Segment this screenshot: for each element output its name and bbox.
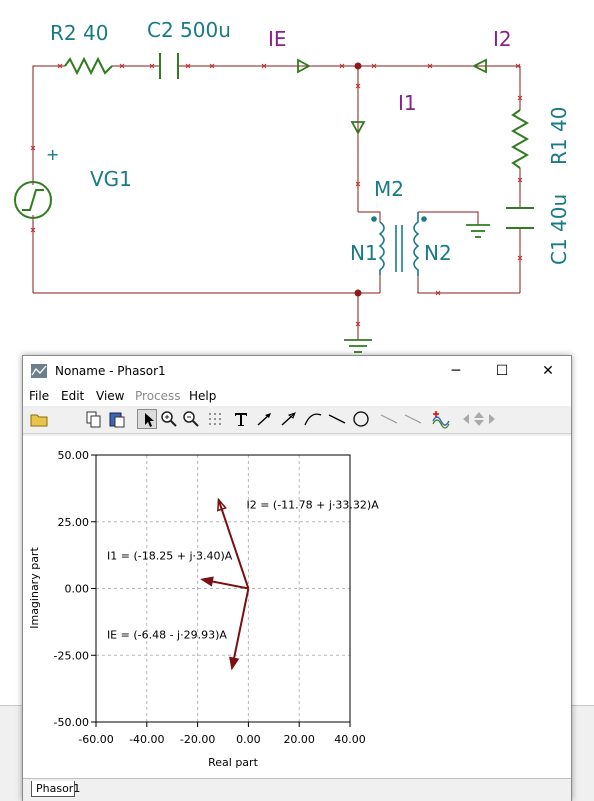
text-icon[interactable]: [231, 409, 251, 429]
curve-tool-icon[interactable]: [303, 409, 323, 429]
menu-process[interactable]: Process: [135, 389, 181, 403]
x-axis-label: Real part: [208, 756, 258, 769]
node-markers: [30, 63, 523, 327]
current-arrows: [297, 58, 487, 135]
phasor-label-ie: IE = (-6.48 - j·29.93)A: [107, 628, 227, 641]
phasor-window: Noname - Phasor1 ─ ☐ ✕ File Edit View Pr…: [22, 355, 572, 801]
label-c2: C2 500u: [147, 18, 231, 42]
diagonal-tool-2-icon[interactable]: [403, 409, 423, 429]
phasor-label-i2: I2 = (-11.78 + j·33.32)A: [246, 499, 379, 512]
phasor-vector-ie: [230, 588, 250, 669]
y-tick-label: -50.00: [54, 716, 89, 729]
junction-dots: [354, 62, 362, 297]
y-tick-label: 0.00: [65, 583, 90, 596]
toolbar: [23, 407, 571, 434]
maximize-button[interactable]: ☐: [495, 363, 509, 379]
menu-edit[interactable]: Edit: [61, 389, 85, 403]
menu-file[interactable]: File: [29, 389, 50, 403]
phasor-arrowhead-i1: [200, 576, 214, 587]
close-button[interactable]: ✕: [542, 363, 554, 379]
x-tick-label: -20.00: [180, 733, 215, 746]
line-tool-icon[interactable]: [327, 409, 347, 429]
tab-phasor1[interactable]: Phasor1: [31, 781, 80, 797]
label-plus: +: [46, 145, 59, 164]
x-tick-label: -60.00: [78, 733, 113, 746]
resistor-r1[interactable]: [510, 109, 530, 169]
zoom-in-icon[interactable]: [159, 409, 179, 429]
waveform-icon[interactable]: [431, 409, 451, 429]
phasor-arrowhead-i2: [217, 497, 227, 512]
minimize-button[interactable]: ─: [451, 363, 461, 379]
select-pointer-icon[interactable]: [137, 409, 157, 429]
menu-view[interactable]: View: [96, 389, 125, 403]
label-c1: C1 40u: [547, 194, 571, 265]
label-r2: R2 40: [50, 21, 108, 45]
capacitor-c1[interactable]: [506, 207, 534, 229]
open-folder-icon[interactable]: [29, 409, 49, 429]
y-axis-label: Imaginary part: [28, 547, 41, 629]
menu-help[interactable]: Help: [189, 389, 217, 403]
window-title: Noname - Phasor1: [55, 364, 166, 378]
y-tick-label: 50.00: [58, 449, 90, 462]
menu-bar: File Edit View Process Help: [23, 386, 571, 406]
voltage-source-vg1[interactable]: [14, 181, 52, 219]
label-m2: M2: [374, 177, 404, 201]
zoom-100-icon[interactable]: [181, 409, 201, 429]
x-tick-label: -40.00: [129, 733, 164, 746]
y-tick-label: 25.00: [58, 516, 90, 529]
resistor-r2[interactable]: [64, 56, 113, 76]
phasor-chart: -60.00 -40.00 -20.00 0.00 20.00 40.00 50.00 25.…: [28, 449, 379, 769]
label-i2: I2: [493, 27, 512, 51]
x-tick-label: 40.00: [334, 733, 366, 746]
label-n2: N2: [424, 241, 452, 265]
transformer-m2[interactable]: [371, 212, 427, 276]
label-n1: N1: [350, 241, 378, 265]
x-tick-label: 20.00: [283, 733, 315, 746]
label-r1: R1 40: [547, 107, 571, 165]
x-tick-label: 0.00: [236, 733, 261, 746]
wires: [32, 65, 521, 340]
circuit-schematic: R2 40 C2 500u IE I2 I1 VG1 + M2 N1 N2 R1…: [14, 18, 571, 353]
copy-icon[interactable]: [83, 409, 103, 429]
phasor-app-icon: [31, 364, 47, 378]
label-i1: I1: [398, 91, 417, 115]
phasor-label-i1: I1 = (-18.25 + j·3.40)A: [107, 549, 233, 562]
title-bar[interactable]: Noname - Phasor1 ─ ☐ ✕: [23, 356, 571, 386]
y-tick-label: -25.00: [54, 649, 89, 662]
diagonal-tool-icon[interactable]: [379, 409, 399, 429]
move-arrows-icon[interactable]: [459, 409, 499, 429]
phasor-arrowhead-ie: [229, 656, 240, 671]
arrow-tool-icon[interactable]: [255, 409, 275, 429]
sheet-tab-bar: Phasor1: [23, 778, 571, 801]
ground-symbols: [344, 224, 490, 353]
grid-icon[interactable]: [205, 409, 225, 429]
paste-icon[interactable]: [107, 409, 127, 429]
phasor-vector-i2: [217, 499, 250, 589]
label-vg1: VG1: [90, 167, 132, 191]
capacitor-c2[interactable]: [159, 53, 179, 79]
label-ie: IE: [268, 27, 287, 51]
circle-tool-icon[interactable]: [351, 409, 371, 429]
arrow-tool-2-icon[interactable]: [279, 409, 299, 429]
plot-area: -60.00 -40.00 -20.00 0.00 20.00 40.00 50.00 25.…: [23, 436, 571, 778]
